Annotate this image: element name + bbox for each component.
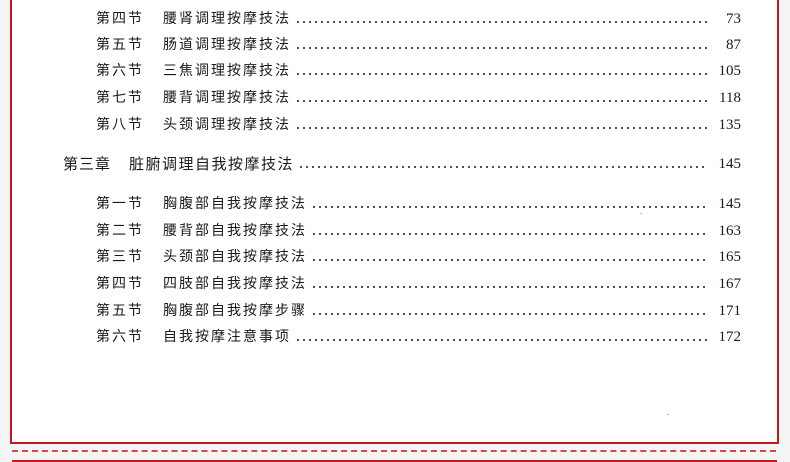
section-label: 第六节 <box>96 63 144 79</box>
section-label: 第四节 <box>96 276 144 292</box>
section-label: 第六节 <box>96 329 144 345</box>
solid-divider <box>12 460 777 462</box>
chapter-label: 第三章 <box>63 155 112 173</box>
dot-leader <box>295 127 707 129</box>
dot-leader <box>298 166 707 168</box>
section-title: 头颈调理按摩技法 <box>163 117 291 133</box>
dashed-divider <box>12 450 776 452</box>
toc-entry-ch3-sec2[interactable]: 第二节 腰背部自我按摩技法 163 <box>96 220 741 242</box>
section-label: 第五节 <box>96 303 144 319</box>
dot-leader <box>311 313 707 315</box>
dot-leader <box>295 73 707 75</box>
section-title: 腰背调理按摩技法 <box>163 90 291 106</box>
page-number: 87 <box>726 37 741 53</box>
section-title: 肠道调理按摩技法 <box>163 37 291 53</box>
section-title: 腰肾调理按摩技法 <box>163 11 291 27</box>
page-number: 118 <box>719 90 741 106</box>
section-label: 第七节 <box>96 90 144 106</box>
toc-entry-ch2-sec6[interactable]: 第六节 三焦调理按摩技法 105 <box>96 60 741 82</box>
page-number: 145 <box>718 196 742 212</box>
toc-entry-chapter3[interactable]: 第三章 脏腑调理自我按摩技法 145 <box>63 153 741 175</box>
scan-speck <box>667 414 669 415</box>
dot-leader <box>311 259 707 261</box>
section-label: 第二节 <box>96 223 144 239</box>
scan-speck <box>640 213 642 214</box>
section-label: 第一节 <box>96 196 144 212</box>
page-number: 163 <box>718 223 742 239</box>
section-title: 胸腹部自我按摩步骤 <box>163 303 307 319</box>
dot-leader <box>311 286 707 288</box>
page-number: 73 <box>726 11 741 27</box>
toc-entry-ch3-sec5[interactable]: 第五节 胸腹部自我按摩步骤 171 <box>96 300 741 322</box>
toc-entry-ch2-sec4[interactable]: 第四节 腰肾调理按摩技法 73 <box>96 8 741 30</box>
section-label: 第八节 <box>96 117 144 133</box>
dot-leader <box>311 206 707 208</box>
toc-entry-ch3-sec1[interactable]: 第一节 胸腹部自我按摩技法 145 <box>96 193 741 215</box>
dot-leader <box>295 100 707 102</box>
section-title: 自我按摩注意事项 <box>163 329 291 345</box>
page-number: 135 <box>718 117 742 133</box>
page-number: 105 <box>718 63 742 79</box>
page-number: 167 <box>718 276 742 292</box>
toc-entry-ch2-sec8[interactable]: 第八节 头颈调理按摩技法 135 <box>96 114 741 136</box>
dot-leader <box>311 233 707 235</box>
section-title: 三焦调理按摩技法 <box>163 63 291 79</box>
toc-entry-ch3-sec4[interactable]: 第四节 四肢部自我按摩技法 167 <box>96 273 741 295</box>
page-number: 171 <box>718 303 742 319</box>
section-label: 第三节 <box>96 249 144 265</box>
chapter-title: 脏腑调理自我按摩技法 <box>129 155 295 173</box>
dot-leader <box>295 47 707 49</box>
toc-entry-ch2-sec5[interactable]: 第五节 肠道调理按摩技法 87 <box>96 34 741 56</box>
dot-leader <box>295 21 707 23</box>
section-label: 第五节 <box>96 37 144 53</box>
toc-entry-ch3-sec3[interactable]: 第三节 头颈部自我按摩技法 165 <box>96 246 741 268</box>
section-title: 头颈部自我按摩技法 <box>163 249 307 265</box>
section-title: 腰背部自我按摩技法 <box>163 223 307 239</box>
page-number: 165 <box>718 249 742 265</box>
toc-entry-ch3-sec6[interactable]: 第六节 自我按摩注意事项 172 <box>96 326 741 348</box>
toc-entry-ch2-sec7[interactable]: 第七节 腰背调理按摩技法 118 <box>96 87 741 109</box>
section-title: 四肢部自我按摩技法 <box>163 276 307 292</box>
dot-leader <box>295 339 707 341</box>
page-number: 172 <box>718 329 742 345</box>
section-label: 第四节 <box>96 11 144 27</box>
page-number: 145 <box>718 156 742 172</box>
section-title: 胸腹部自我按摩技法 <box>163 196 307 212</box>
